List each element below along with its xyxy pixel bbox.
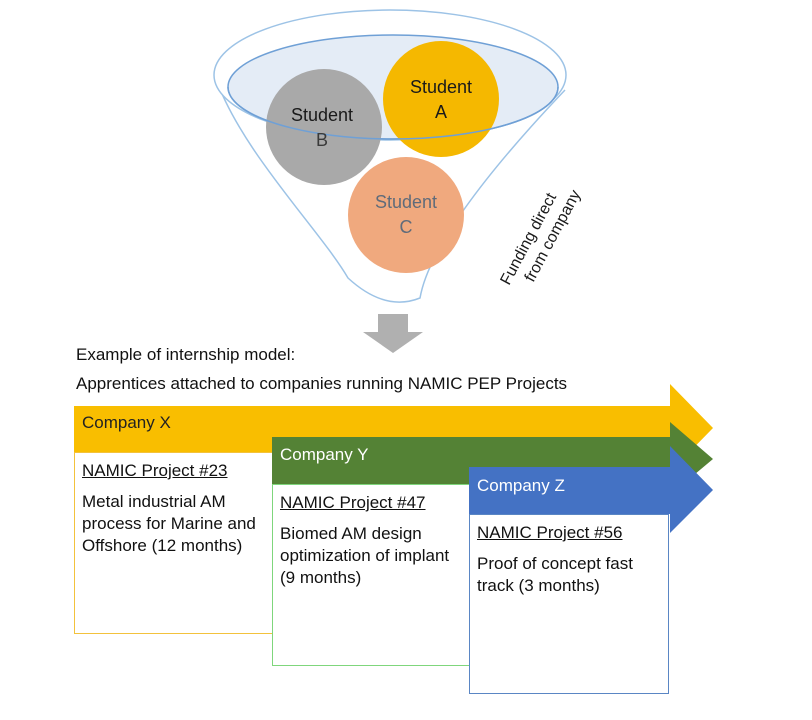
student-c-circle: [348, 157, 464, 273]
company-z-label: Company Z: [477, 476, 565, 495]
student-a-letter: A: [435, 102, 447, 122]
down-arrow-icon: [363, 314, 423, 353]
student-c-letter: C: [400, 217, 413, 237]
project-47-title: NAMIC Project #47: [280, 493, 426, 512]
project-23-card: NAMIC Project #23 Metal industrial AM pr…: [74, 452, 274, 634]
company-x-label: Company X: [82, 413, 171, 432]
project-47-card: NAMIC Project #47 Biomed AM design optim…: [272, 484, 472, 666]
funnel-outline: [214, 75, 566, 303]
student-b-letter: B: [316, 130, 328, 150]
student-c-label: Student: [375, 192, 437, 212]
project-47-description: Biomed AM design optimization of implant…: [280, 524, 450, 587]
student-a-label: Student: [410, 77, 472, 97]
project-56-card: NAMIC Project #56 Proof of concept fast …: [469, 514, 669, 694]
student-b-circle: [266, 69, 382, 185]
caption-example: Example of internship model:: [76, 345, 296, 364]
project-23-title: NAMIC Project #23: [82, 461, 228, 480]
project-56-title: NAMIC Project #56: [477, 523, 623, 542]
project-23-description: Metal industrial AM process for Marine a…: [82, 492, 256, 555]
student-a-circle: [383, 41, 499, 157]
company-y-label: Company Y: [280, 445, 369, 464]
funnel-diagram: Student A Student B Student C Funding di…: [213, 9, 584, 353]
student-b-label: Student: [291, 105, 353, 125]
funnel-rim-front: [227, 86, 559, 140]
caption-apprentices: Apprentices attached to companies runnin…: [76, 374, 568, 393]
project-56-description: Proof of concept fast track (3 months): [477, 554, 633, 595]
